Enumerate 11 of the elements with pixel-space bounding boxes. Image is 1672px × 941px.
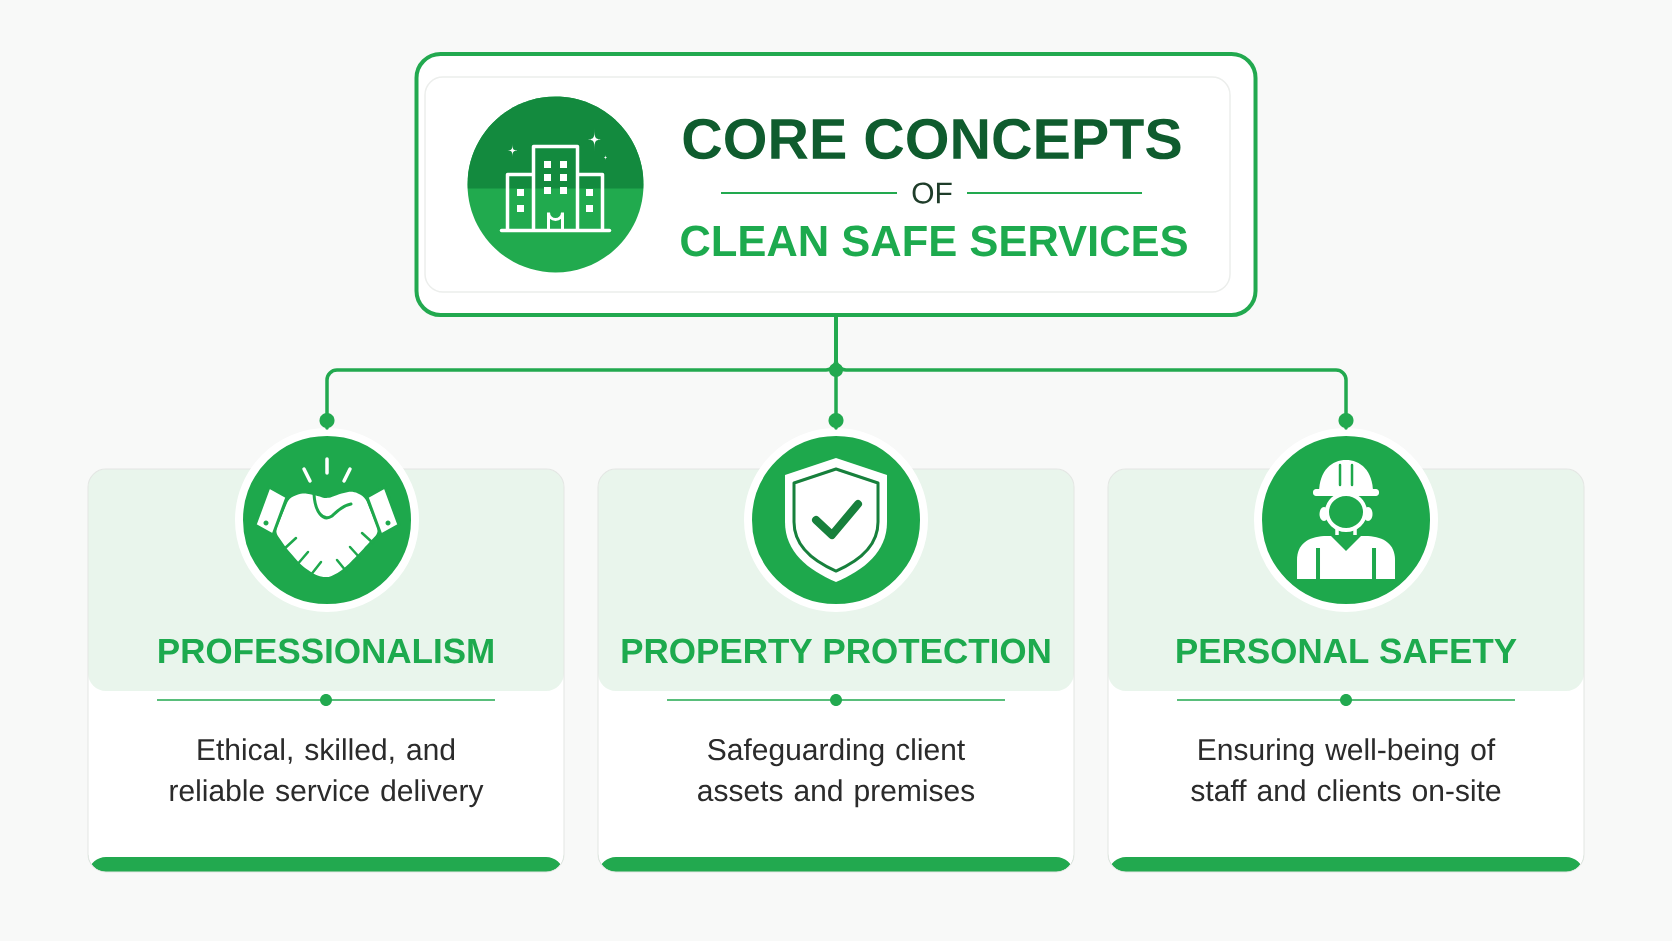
card-heading: PROPERTY PROTECTION [622, 638, 1050, 664]
card-description: Ethical, skilled, and reliable service delivery [170, 738, 484, 808]
title-text: OF [912, 182, 952, 204]
card-description: Ensuring well-being of staff and clients on-site [1191, 738, 1501, 802]
icon-circle [467, 96, 644, 273]
title-text: CLEAN SAFE SERVICES [681, 225, 1187, 257]
card-heading: PERSONAL SAFETY [1177, 638, 1517, 664]
title-text: CORE CONCEPTS [683, 118, 1181, 160]
connector-line [834, 315, 1354, 430]
card-heading: PROFESSIONALISM [159, 638, 493, 664]
card-description: Safeguarding client assets and premises [698, 738, 975, 808]
